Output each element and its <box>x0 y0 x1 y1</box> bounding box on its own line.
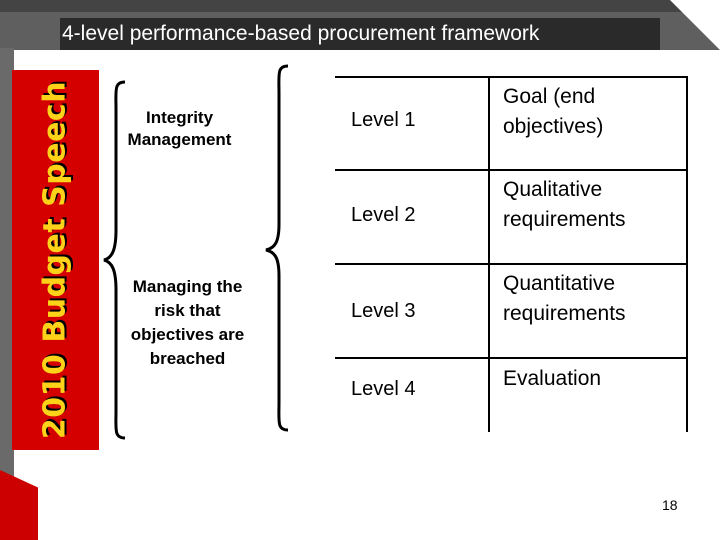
table-line-3 <box>335 357 688 359</box>
slide-title: 4-level performance-based procurement fr… <box>62 22 540 45</box>
group-label-integrity: Integrity Management <box>127 108 232 149</box>
vertical-banner-text: 2010 Budget Speech <box>37 80 73 440</box>
level-label-1: Level 1 <box>351 109 416 131</box>
page-number: 18 <box>662 497 678 513</box>
level-desc-3: Quantitative requirements <box>503 272 626 325</box>
level-desc-2: Qualitative requirements <box>503 178 626 231</box>
title-bar <box>0 0 720 50</box>
left-brace <box>103 80 126 440</box>
title-bar-stripe <box>0 0 720 12</box>
table-divider <box>488 76 490 432</box>
group-label-risk: Managing the risk that objectives are br… <box>130 277 245 368</box>
table-line-1 <box>335 169 688 171</box>
table-line-2 <box>335 263 688 265</box>
level-label-4: Level 4 <box>351 378 416 400</box>
level-label-3: Level 3 <box>351 300 416 322</box>
vertical-banner <box>12 70 99 450</box>
sidebar-stripe <box>0 48 14 540</box>
table-line-top <box>335 76 688 78</box>
table-right-edge <box>686 76 688 432</box>
level-desc-4: Evaluation <box>503 367 602 390</box>
right-brace <box>265 64 289 432</box>
title-bar-inner <box>60 18 660 50</box>
level-desc-1: Goal (end objectives) <box>503 85 604 138</box>
level-label-2: Level 2 <box>351 204 416 226</box>
sidebar-red-accent <box>0 470 38 540</box>
title-bar-corner <box>670 0 720 50</box>
